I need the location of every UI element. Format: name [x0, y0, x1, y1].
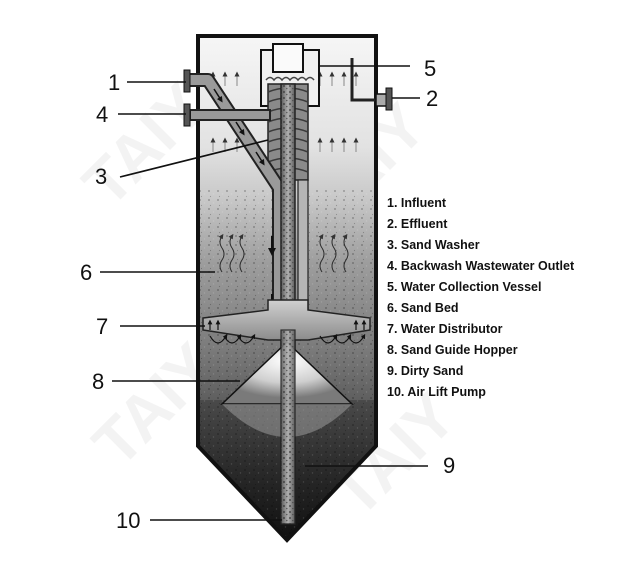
sandbed-flow	[218, 233, 349, 273]
leader-3	[119, 139, 269, 178]
legend-item-4: 4. Backwash Wastewater Outlet	[387, 259, 575, 273]
tank-outline	[196, 34, 378, 543]
legend-item-2: 2. Effluent	[387, 217, 448, 231]
legend-item-3: 3. Sand Washer	[387, 238, 480, 252]
water-distributor	[202, 299, 371, 344]
callout-4: 4	[96, 102, 108, 127]
callout-5: 5	[424, 56, 436, 81]
callout-10: 10	[116, 508, 140, 533]
callout-1: 1	[108, 70, 120, 95]
legend: 1. Influent 2. Effluent 3. Sand Washer 4…	[387, 196, 575, 399]
callout-numbers: 1 2 3 4 5 6 7 8 9 10	[80, 56, 455, 533]
backwash-pipe	[183, 103, 271, 127]
legend-item-7: 7. Water Distributor	[387, 322, 503, 336]
legend-item-1: 1. Influent	[387, 196, 447, 210]
callout-3: 3	[95, 164, 107, 189]
callout-2: 2	[426, 86, 438, 111]
influent-pipe	[183, 69, 286, 300]
inner-feed-tube	[297, 179, 309, 311]
leader-lines	[100, 65, 428, 521]
legend-item-8: 8. Sand Guide Hopper	[387, 343, 518, 357]
callout-9: 9	[443, 453, 455, 478]
callout-8: 8	[92, 369, 104, 394]
callout-7: 7	[96, 314, 108, 339]
air-lift-pump-pipe-dots	[281, 330, 295, 524]
effluent-pipe	[350, 58, 393, 111]
legend-item-9: 9. Dirty Sand	[387, 364, 463, 378]
callout-6: 6	[80, 260, 92, 285]
legend-item-10: 10. Air Lift Pump	[387, 385, 486, 399]
legend-item-5: 5. Water Collection Vessel	[387, 280, 541, 294]
legend-item-6: 6. Sand Bed	[387, 301, 459, 315]
